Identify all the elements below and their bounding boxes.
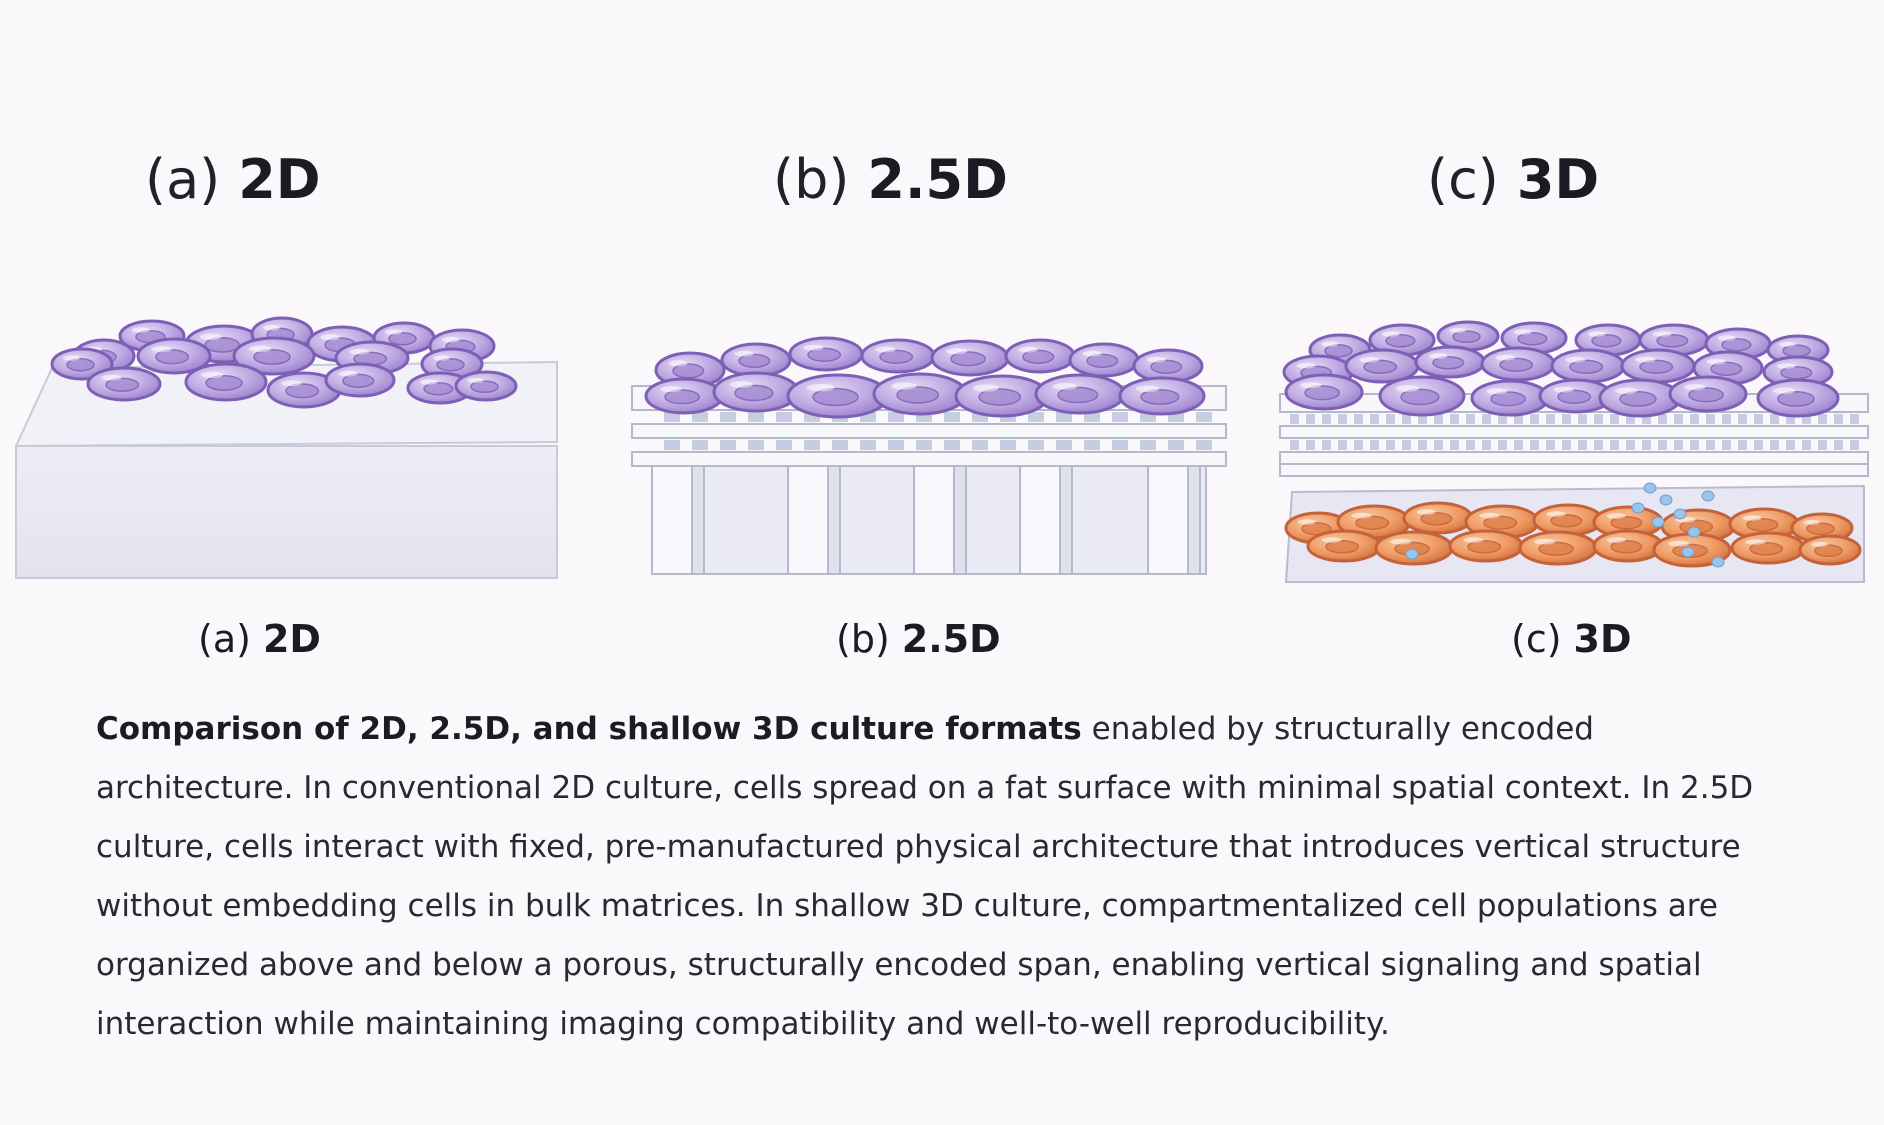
cell-upper [1368, 323, 1436, 357]
cell-lower [1730, 531, 1806, 565]
cell-layer-b [644, 336, 1206, 419]
cell-2d [50, 347, 114, 381]
panel-c-tag: (c) [1427, 148, 1499, 211]
cell-upper [1480, 346, 1556, 382]
cell-lower [1448, 529, 1524, 563]
droplet [1711, 556, 1725, 568]
cell-2d [86, 366, 162, 402]
cell-upper [1756, 378, 1840, 418]
cell-upper [1620, 348, 1696, 384]
cell-upper [1378, 375, 1466, 417]
cell-2-5d [644, 377, 724, 415]
signaling-droplets [1405, 482, 1725, 568]
porous-span [1279, 393, 1869, 477]
droplet [1701, 490, 1715, 502]
droplet [1681, 546, 1695, 558]
panel-a-tag: (a) [145, 148, 221, 211]
panel-b-caption: (b)2.5D [836, 612, 1001, 666]
cell-2-5d [788, 336, 864, 372]
cell-2d [184, 362, 268, 402]
cell-lower [1518, 530, 1598, 566]
figure-caption: Comparison of 2D, 2.5D, and shallow 3D c… [96, 700, 1796, 1054]
droplet [1659, 494, 1673, 506]
cell-2-5d [954, 374, 1050, 418]
figure-caption-lead: Comparison of 2D, 2.5D, and shallow 3D c… [96, 711, 1082, 747]
panel-b-caption-dimension: 2.5D [901, 617, 1001, 661]
scaffold-diagram [631, 336, 1227, 575]
droplet [1651, 516, 1665, 528]
cell-2-5d [1118, 376, 1206, 416]
cell-2-5d [712, 371, 800, 413]
cell-2d [232, 336, 316, 376]
cell-2d [136, 337, 212, 375]
illustration-3d [1278, 300, 1870, 600]
panel-a-title: (a) 2D [145, 140, 321, 220]
cell-upper [1668, 375, 1748, 413]
cell-2-5d [1004, 338, 1076, 374]
cell-lower [1336, 504, 1412, 540]
cell-lower [1532, 503, 1604, 537]
cell-upper [1574, 323, 1642, 357]
cell-2-5d [720, 342, 792, 378]
illustration-2-5d [628, 300, 1230, 590]
cell-lower [1798, 534, 1862, 566]
cell-upper [1598, 378, 1682, 418]
droplet [1405, 548, 1419, 560]
panel-a-caption-tag: (a) [198, 617, 251, 661]
panel-c-caption-dimension: 3D [1573, 617, 1632, 661]
cell-layer-upper [1282, 320, 1840, 418]
cell-upper [1470, 379, 1550, 417]
cell-2-5d [872, 372, 968, 416]
cell-lower [1402, 501, 1474, 535]
panel-b-title: (b) 2.5D [773, 140, 1008, 220]
panel-a-dimension: 2D [238, 148, 321, 211]
cell-lower [1592, 529, 1664, 563]
cell-2-5d [930, 339, 1010, 377]
cell-2-5d [860, 338, 936, 374]
droplet [1673, 508, 1687, 520]
panel-c-caption-tag: (c) [1511, 617, 1562, 661]
droplet [1643, 482, 1657, 494]
cell-2d [324, 362, 396, 398]
cell-upper [1550, 348, 1626, 384]
cell-layer-a [50, 316, 518, 409]
cell-2-5d [1068, 342, 1140, 378]
droplet [1631, 502, 1645, 514]
panel-a-caption: (a)2D [198, 612, 321, 666]
panel-b-tag: (b) [773, 148, 850, 211]
panel-c-caption: (c)3D [1511, 612, 1632, 666]
flat-surface-diagram [14, 316, 558, 579]
droplet [1687, 526, 1701, 538]
substrate-front [15, 445, 558, 579]
panel-b-dimension: 2.5D [867, 148, 1008, 211]
cell-upper [1284, 373, 1364, 411]
panel-b-caption-tag: (b) [836, 617, 890, 661]
cell-2-5d [1034, 373, 1126, 415]
illustration-2d [12, 300, 560, 590]
cell-lower [1306, 529, 1382, 563]
layered-culture-diagram [1279, 320, 1869, 583]
panel-c-dimension: 3D [1516, 148, 1600, 211]
figure-caption-body: enabled by structurally encoded architec… [96, 711, 1754, 1042]
panel-a-caption-dimension: 2D [262, 617, 321, 661]
cell-2d [454, 370, 518, 402]
cell-layer-lower [1284, 501, 1862, 568]
panel-c-title: (c) 3D [1427, 140, 1599, 220]
cell-upper [1436, 320, 1500, 352]
cell-2-5d [1132, 348, 1204, 384]
cell-upper [1414, 345, 1486, 379]
